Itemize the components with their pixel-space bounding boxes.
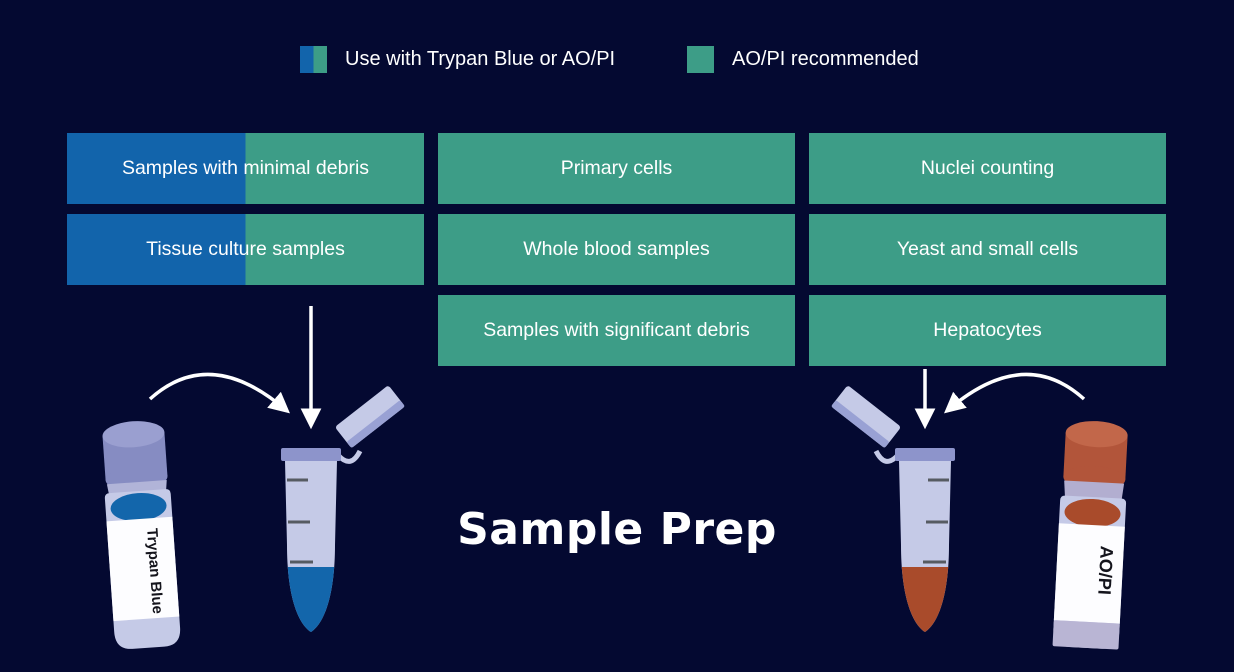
- tube-graduations: [923, 478, 949, 564]
- category-box-tissue-culture: Tissue culture samples: [67, 214, 424, 285]
- category-box-minimal-debris: Samples with minimal debris: [67, 133, 424, 204]
- legend-label-dual: Use with Trypan Blue or AO/PI: [345, 48, 616, 70]
- tube-hinge: [873, 449, 900, 464]
- trypan-blue-vial: Trypan Blue: [102, 421, 181, 649]
- legend-item-dual: Use with Trypan Blue or AO/PI: [300, 46, 615, 73]
- microcentrifuge-tube-left: [281, 386, 405, 632]
- vial-liquid-blue: [110, 492, 167, 522]
- category-box-whole-blood: Whole blood samples: [438, 214, 795, 285]
- tube-liquid-red: [899, 567, 951, 632]
- category-box-significant-debris: Samples with significant debris: [438, 295, 795, 366]
- category-box-yeast-small-cells: Yeast and small cells: [809, 214, 1166, 285]
- tube-liquid-blue: [285, 567, 337, 632]
- legend-swatch-dual: [300, 46, 327, 73]
- legend-label-teal: AO/PI recommended: [732, 48, 919, 70]
- vial-cap-top: [1065, 421, 1128, 448]
- category-box-primary-cells: Primary cells: [438, 133, 795, 204]
- tube-rim: [281, 448, 341, 461]
- arrow-aopi-to-tube: [944, 372, 1086, 414]
- category-box-hepatocytes: Hepatocytes: [809, 295, 1166, 366]
- tube-hinge: [336, 449, 363, 464]
- aopi-vial: AO/PI: [1052, 421, 1128, 650]
- page-title: Sample Prep: [457, 504, 777, 555]
- tube-cap-open-icon: [831, 386, 900, 448]
- tube-cap-open-icon: [336, 386, 405, 448]
- tube-rim: [895, 448, 955, 461]
- vial-label: [106, 516, 180, 622]
- microcentrifuge-tube-right: [831, 386, 955, 632]
- tube-graduations: [287, 478, 313, 564]
- category-box-nuclei-counting: Nuclei counting: [809, 133, 1166, 204]
- vial-liquid-red: [1064, 498, 1121, 528]
- vial-cap-top: [102, 421, 165, 448]
- legend-item-teal: AO/PI recommended: [687, 46, 919, 73]
- vial-label: [1053, 523, 1125, 624]
- legend-swatch-teal: [687, 46, 714, 73]
- arrow-trypan-to-tube: [148, 372, 290, 414]
- vial-label-text: Trypan Blue: [143, 528, 166, 615]
- vial-bottom-band: [1052, 620, 1120, 650]
- vial-label-text: AO/PI: [1094, 545, 1117, 595]
